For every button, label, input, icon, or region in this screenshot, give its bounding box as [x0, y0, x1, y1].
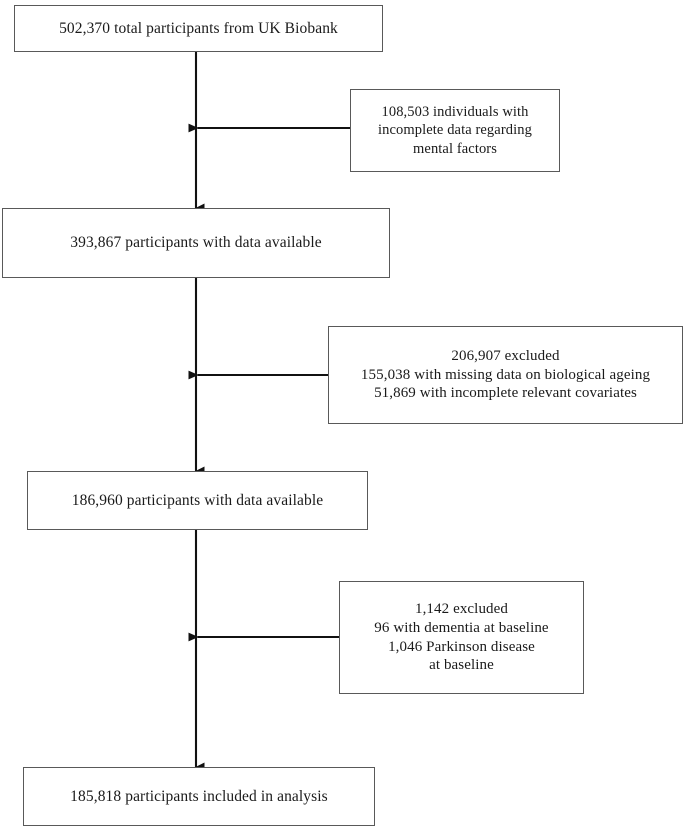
node-exclusion-baseline-disease-line-2: 96 with dementia at baseline — [374, 619, 549, 636]
node-exclusion-biological-ageing-line-2: 155,038 with missing data on biological … — [360, 366, 651, 383]
node-exclusion-mental-factors-line-3: mental factors — [413, 140, 497, 157]
node-exclusion-baseline-disease-line-3: 1,046 Parkinson disease — [388, 638, 535, 655]
node-total-participants: 502,370 total participants from UK Bioba… — [14, 5, 383, 52]
node-data-available-1-line-1: 393,867 participants with data available — [70, 234, 322, 252]
node-included-in-analysis: 185,818 participants included in analysi… — [23, 767, 375, 826]
node-exclusion-biological-ageing: 206,907 excluded 155,038 with missing da… — [328, 326, 683, 424]
node-exclusion-biological-ageing-line-3: 51,869 with incomplete relevant covariat… — [374, 385, 637, 402]
node-exclusion-baseline-disease-line-4: at baseline — [429, 657, 494, 674]
node-included-in-analysis-line-1: 185,818 participants included in analysi… — [70, 787, 328, 805]
node-exclusion-baseline-disease: 1,142 excluded 96 with dementia at basel… — [339, 581, 584, 694]
node-data-available-2-line-1: 186,960 participants with data available — [71, 491, 324, 509]
node-exclusion-mental-factors-line-2: incomplete data regarding — [378, 122, 532, 139]
node-exclusion-baseline-disease-line-1: 1,142 excluded — [414, 600, 509, 617]
node-data-available-2: 186,960 participants with data available — [27, 471, 368, 530]
node-exclusion-mental-factors-line-1: 108,503 individuals with — [381, 104, 529, 121]
node-total-participants-line-1: 502,370 total participants from UK Bioba… — [59, 19, 338, 37]
node-data-available-1: 393,867 participants with data available — [2, 208, 390, 278]
node-exclusion-mental-factors: 108,503 individuals with incomplete data… — [350, 89, 560, 172]
node-exclusion-biological-ageing-line-1: 206,907 excluded — [451, 347, 560, 364]
